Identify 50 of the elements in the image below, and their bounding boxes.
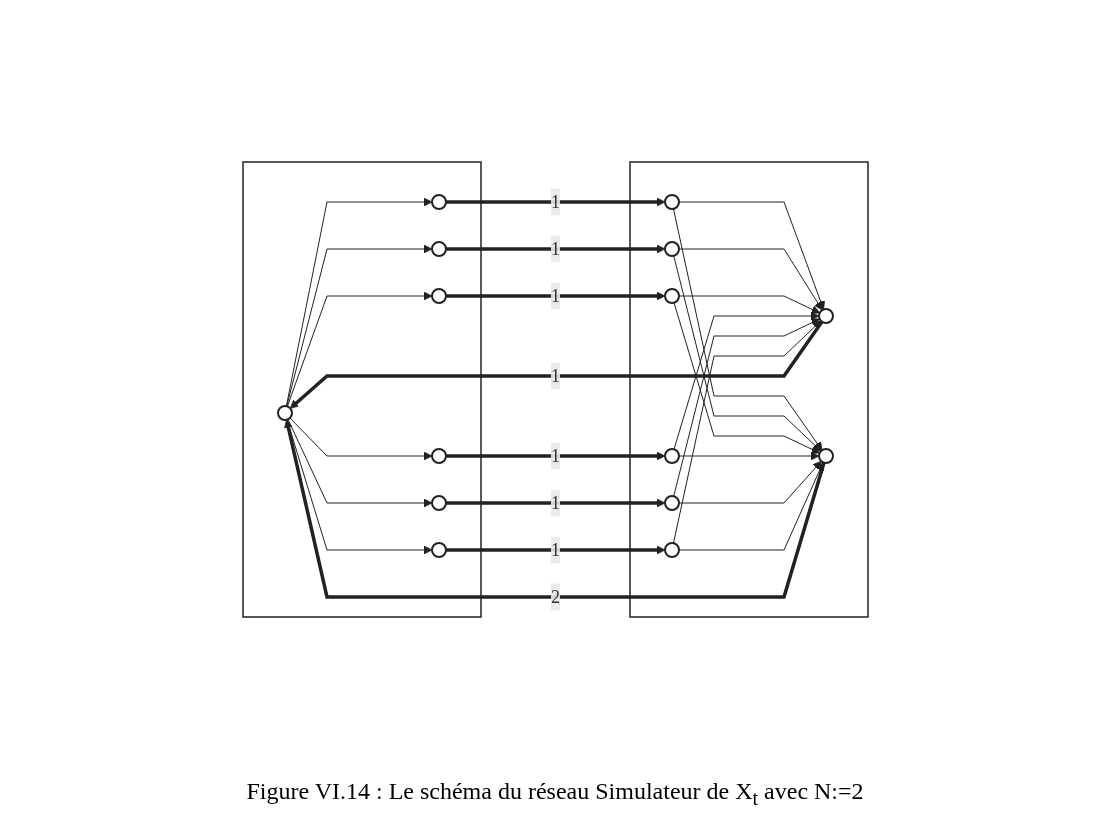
node-circle <box>430 494 447 511</box>
node-circle <box>430 447 447 464</box>
arrow <box>288 417 432 460</box>
arrow <box>286 291 432 407</box>
edge-label: 2 <box>550 586 560 607</box>
edge-label: 1 <box>550 539 560 560</box>
arrow <box>445 244 665 253</box>
edge-label: 1 <box>550 365 560 386</box>
node-circle <box>430 541 447 558</box>
figure-caption: Figure VI.14 : Le schéma du réseau Simulateur de X$_{t}$ avec N:=2 <box>246 778 864 810</box>
arrow <box>445 451 665 460</box>
arrow <box>283 419 826 599</box>
arrow <box>285 244 432 407</box>
arrow <box>445 291 665 300</box>
arrow <box>286 418 432 507</box>
arrow <box>678 295 820 314</box>
node-circle <box>276 404 293 421</box>
arrow <box>678 460 822 504</box>
arrow <box>672 320 821 544</box>
arrow <box>678 461 824 551</box>
arrow <box>672 207 822 451</box>
node-circle <box>663 287 680 304</box>
cluster <box>241 160 482 618</box>
arrow <box>445 197 665 206</box>
node-circle <box>663 541 680 558</box>
node-circle <box>817 307 834 324</box>
arrow <box>445 498 665 507</box>
edge-label: 1 <box>550 285 560 306</box>
edge-label: 1 <box>550 445 560 466</box>
arrow <box>678 201 825 310</box>
edge-label: 1 <box>550 492 560 513</box>
node-circle <box>817 447 834 464</box>
node-circle <box>663 193 680 210</box>
node-circle <box>663 494 680 511</box>
node-circle <box>663 240 680 257</box>
node-circle <box>430 193 447 210</box>
arrow <box>285 197 432 407</box>
arrow <box>289 320 823 409</box>
cluster <box>628 160 869 618</box>
arrow <box>678 451 819 460</box>
node-circle <box>430 240 447 257</box>
arrow <box>672 318 820 497</box>
node-circle <box>430 287 447 304</box>
arrow <box>445 545 665 554</box>
node-circle <box>663 447 680 464</box>
arrow <box>672 254 821 452</box>
arrow <box>678 248 823 311</box>
edge-label: 1 <box>550 238 560 259</box>
edge-label: 1 <box>550 191 560 212</box>
arrow <box>286 418 432 554</box>
